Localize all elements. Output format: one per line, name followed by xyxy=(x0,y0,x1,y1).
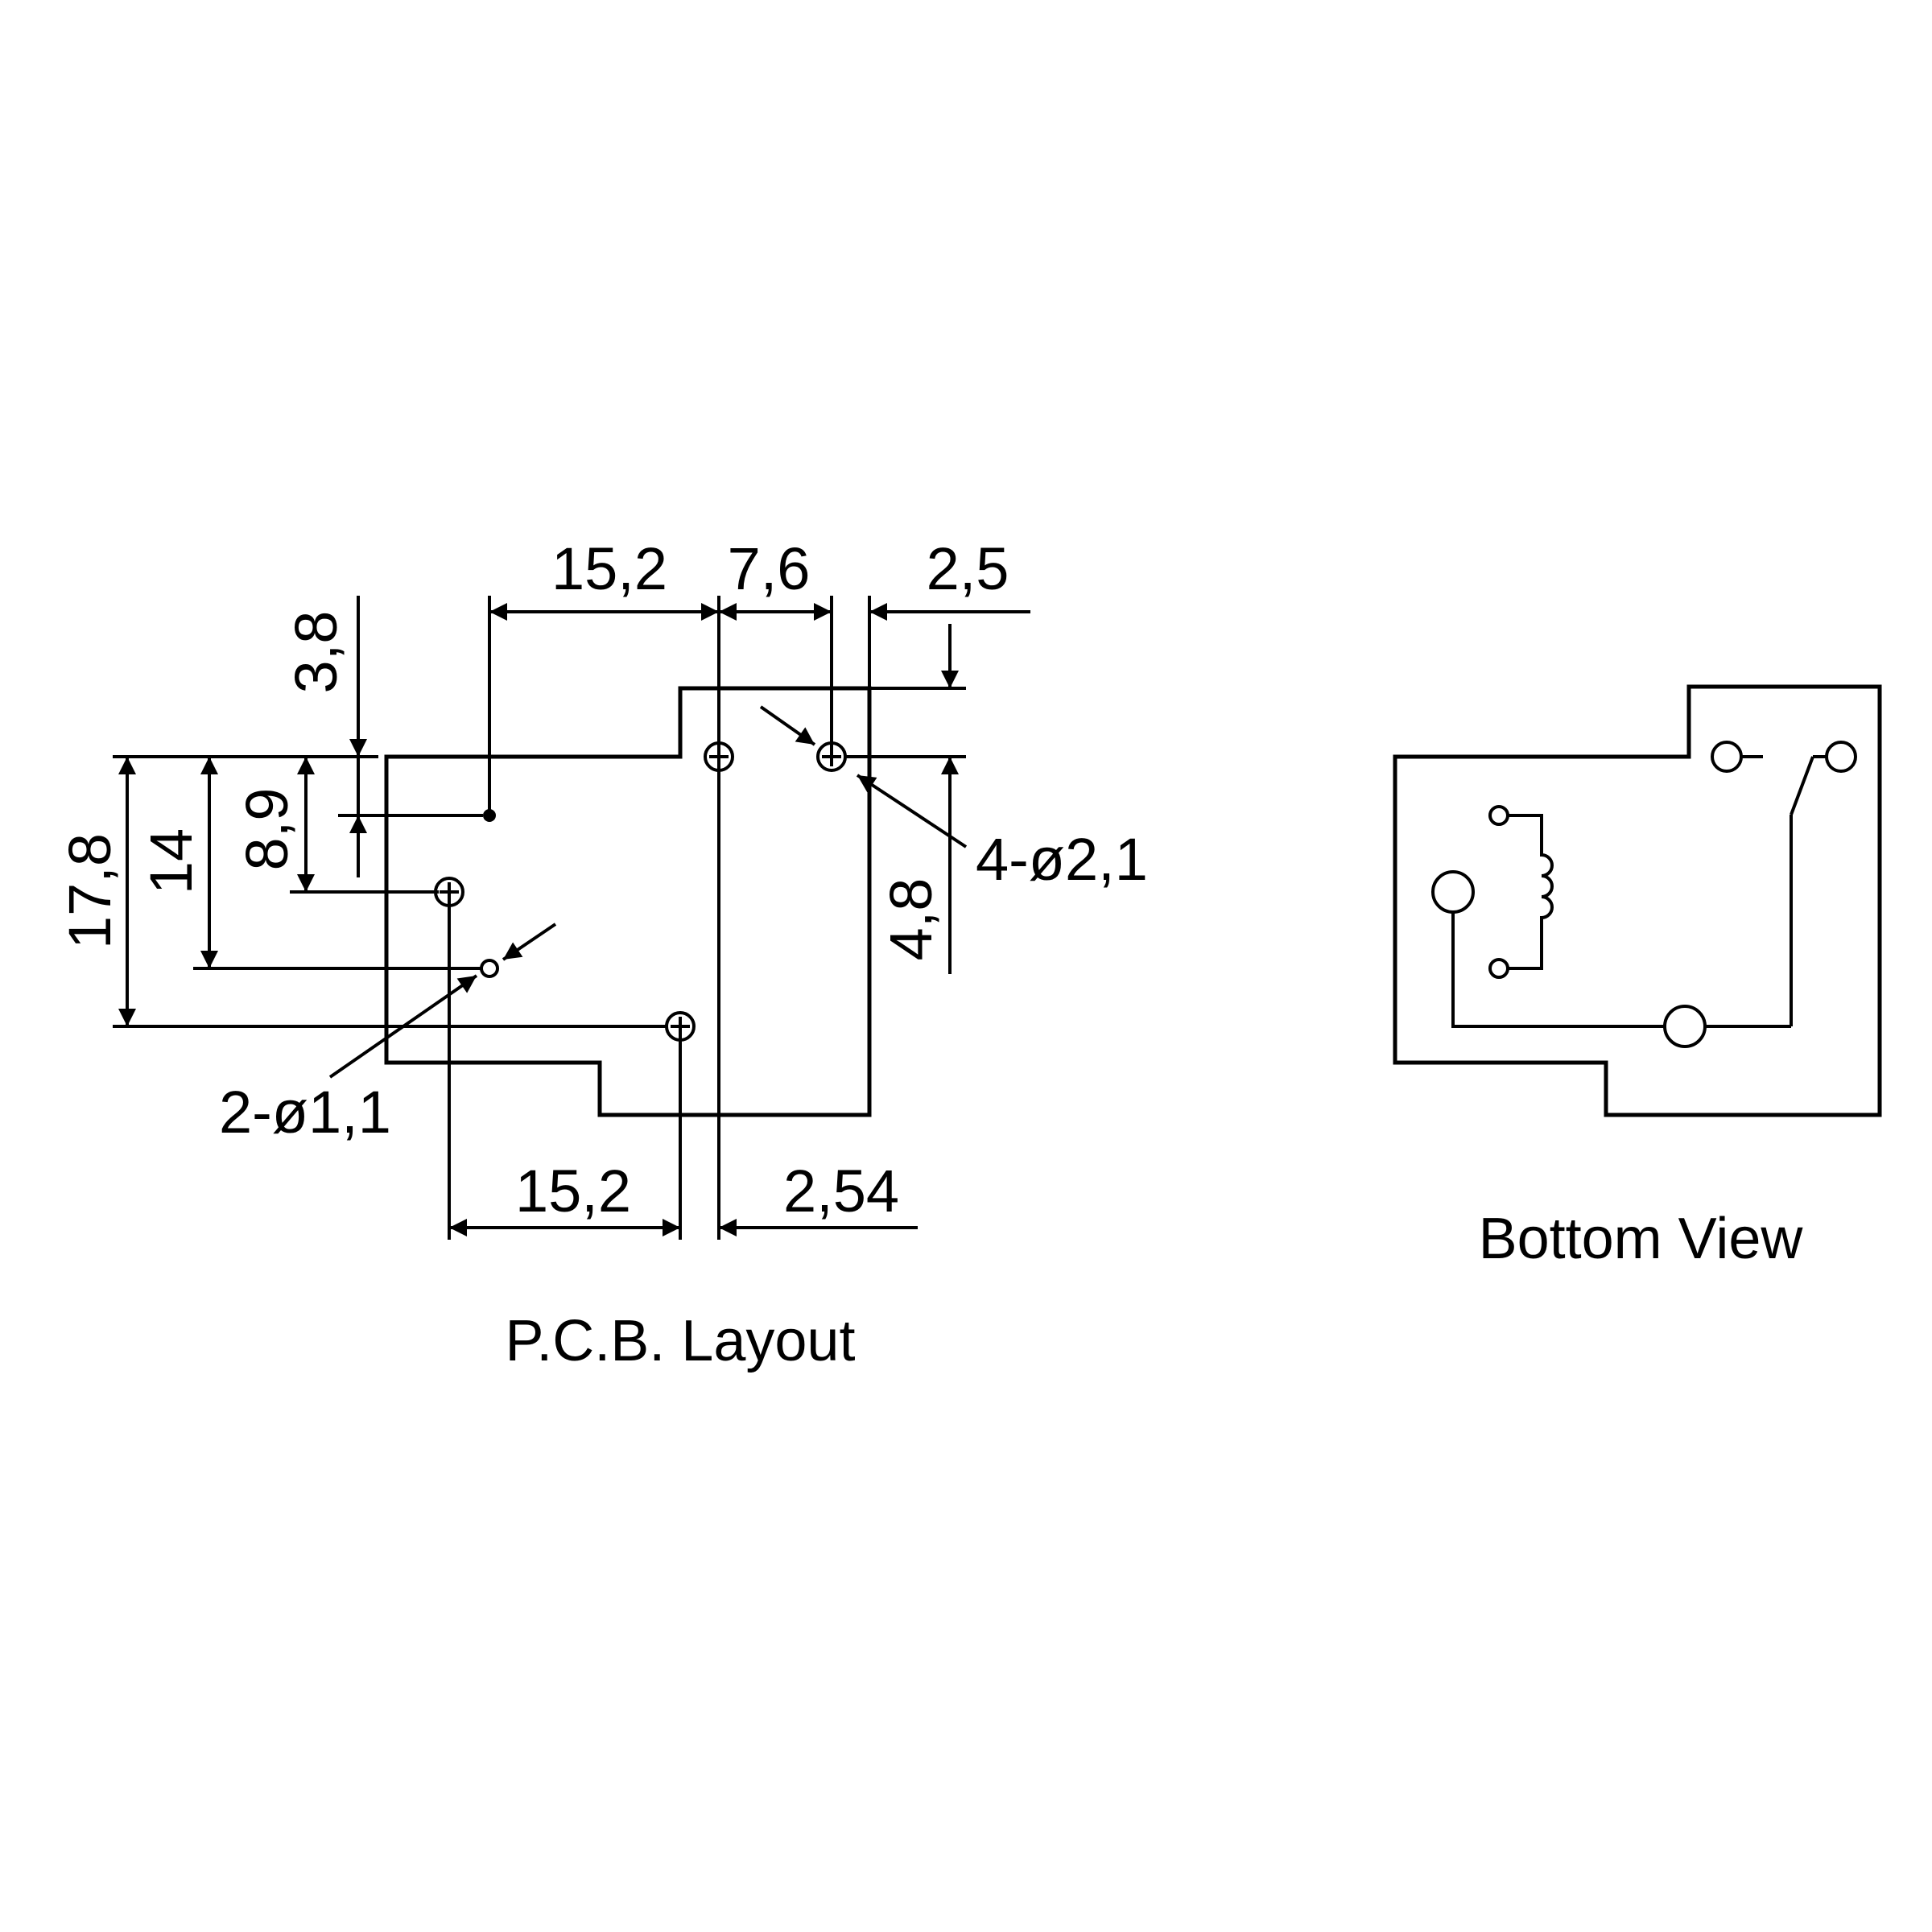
common-terminal-left xyxy=(1431,870,1475,914)
dim-bottom-1: 15,2 xyxy=(515,1158,631,1224)
switch-blade xyxy=(1790,756,1814,815)
coil-symbol xyxy=(1508,814,1554,970)
switch-contact-pin xyxy=(1825,741,1857,773)
dim-left-2: 8,9 xyxy=(233,788,300,871)
dim-top-1: 15,2 xyxy=(551,535,667,602)
dim-left-4: 17,8 xyxy=(56,833,123,949)
hole-small-b xyxy=(480,959,499,978)
dim-top-2: 7,6 xyxy=(728,535,811,602)
dim-bottom-2: 2,54 xyxy=(783,1158,899,1224)
coil-pin-top xyxy=(1488,805,1509,826)
bottom-view-outline xyxy=(1393,684,1882,1117)
pcb-outline xyxy=(384,686,872,1117)
dim-left-3: 14 xyxy=(138,828,204,894)
common-terminal-bottom xyxy=(1663,1005,1707,1048)
pcb-layout: 15,2 7,6 2,5 15,2 2,54 3,8 8,9 14 17,8 4… xyxy=(56,535,1148,1373)
dim-left-1: 3,8 xyxy=(283,611,349,694)
pcb-layout-caption: P.C.B. Layout xyxy=(506,1309,856,1373)
hole-large-label: 4-ø2,1 xyxy=(976,826,1148,893)
dim-right: 4,8 xyxy=(877,878,944,961)
dimension-arrows xyxy=(118,603,1030,1236)
bottom-view-caption: Bottom View xyxy=(1479,1207,1804,1271)
bottom-view: Bottom View xyxy=(1393,684,1882,1271)
switch-common-pin xyxy=(1711,741,1743,773)
hole-leaders xyxy=(328,705,968,1079)
hole-small-label: 2-ø1,1 xyxy=(219,1079,391,1146)
coil-pin-bottom xyxy=(1488,958,1509,979)
dim-top-3: 2,5 xyxy=(927,535,1009,602)
